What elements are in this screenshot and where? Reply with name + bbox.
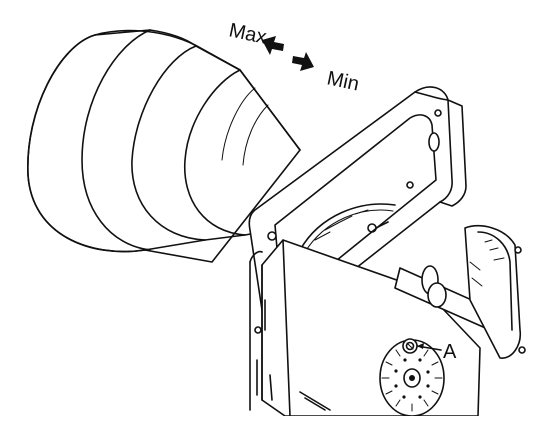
min-label: Min: [325, 67, 361, 95]
callout-label: A: [443, 341, 457, 363]
callout-arrowhead: [417, 343, 424, 349]
bolt-hole: [406, 181, 414, 189]
housing-body: [249, 239, 481, 417]
bolt-hole: [254, 326, 262, 334]
bolt-hole: [434, 109, 442, 117]
motor-bracket: [464, 224, 526, 359]
callout-a: A: [416, 341, 457, 363]
adjustment-dial: [379, 338, 445, 417]
arrow-left-icon: [262, 36, 284, 55]
slot-hole: [428, 132, 440, 152]
bolt-hole: [267, 231, 277, 241]
max-label: Max: [227, 19, 269, 48]
blast-tube: [27, 29, 301, 263]
arrow-right-icon: [292, 52, 314, 71]
